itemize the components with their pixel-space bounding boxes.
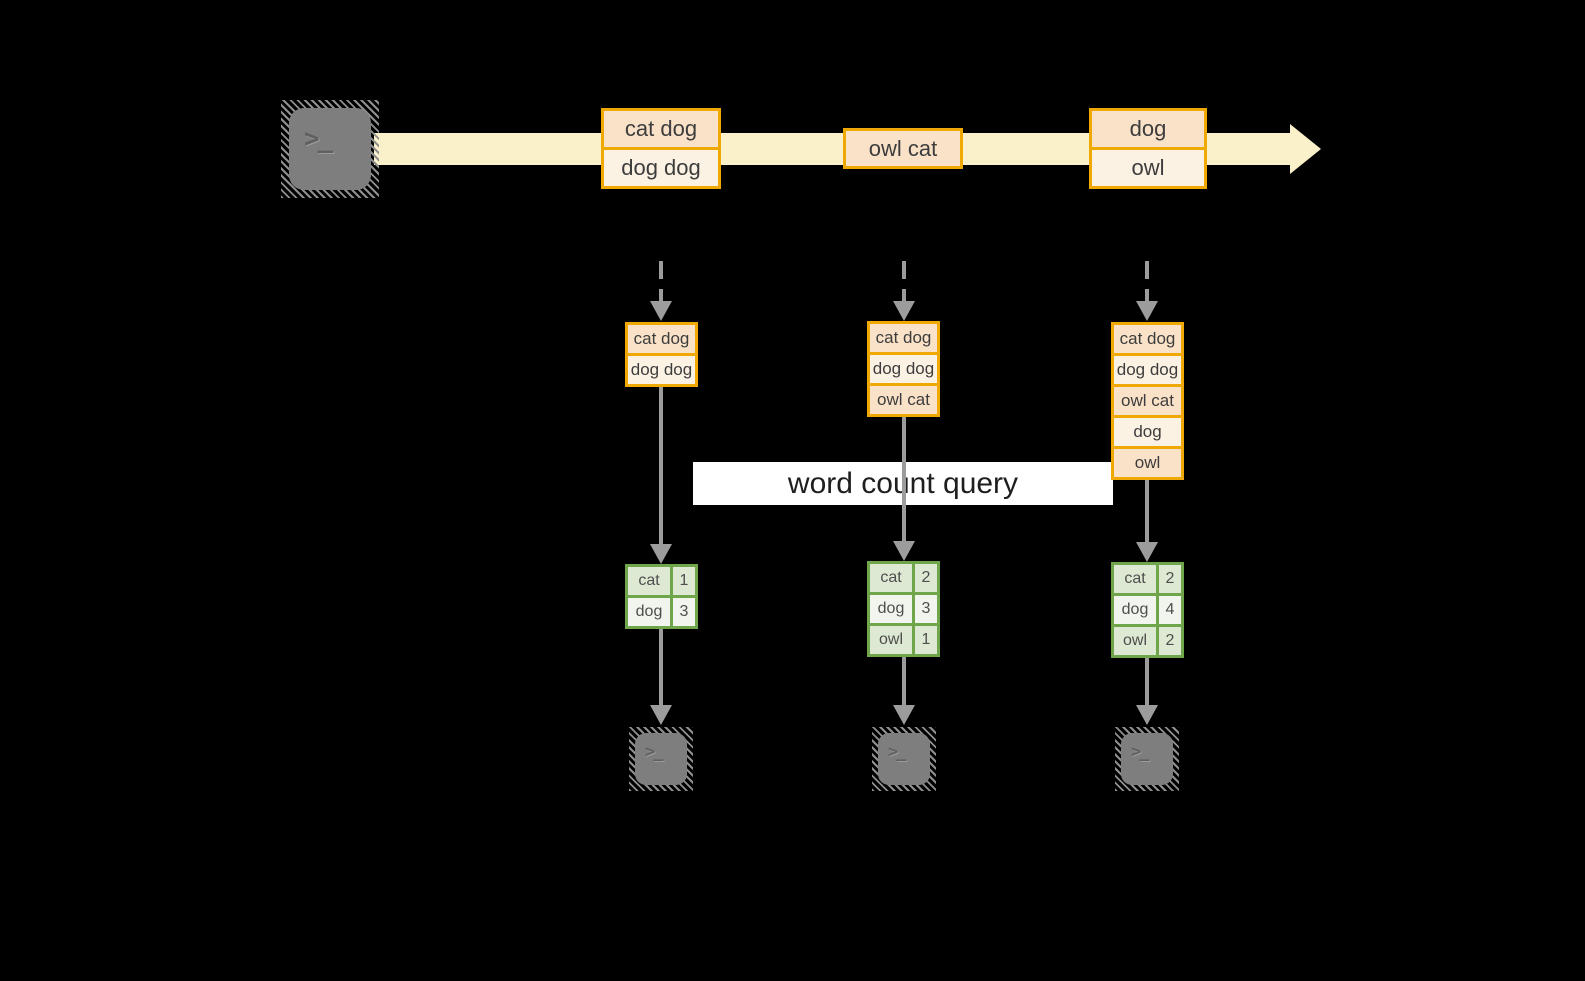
count-value: 1 [673, 567, 695, 595]
arrow-line [659, 387, 663, 544]
arrow-head [893, 705, 915, 725]
arrow-head [1136, 542, 1158, 562]
count-table-2: cat 2 dog 3 owl 1 [867, 561, 940, 657]
stream-event-row: dog [1092, 111, 1204, 147]
arrow-line [659, 629, 663, 705]
dashed-arrow-line [659, 261, 663, 303]
count-word: cat [1114, 565, 1156, 593]
count-word: owl [1114, 627, 1156, 655]
state-row: cat dog [870, 324, 937, 352]
terminal-icon-body: >_ [635, 733, 687, 785]
output-terminal-icon-1: >_ [629, 727, 693, 791]
arrow-head [893, 541, 915, 561]
terminal-prompt-glyph: >_ [304, 124, 333, 154]
terminal-icon-body: >_ [878, 733, 930, 785]
dashed-arrow-line [1145, 261, 1149, 303]
state-row: dog [1114, 418, 1181, 446]
count-value: 3 [673, 598, 695, 626]
count-table-1: cat 1 dog 3 [625, 564, 698, 629]
terminal-prompt-glyph: >_ [888, 742, 907, 762]
dashed-arrow-line [902, 261, 906, 303]
count-word: dog [628, 598, 670, 626]
arrow-line [902, 417, 906, 541]
state-row: cat dog [1114, 325, 1181, 353]
count-word: cat [628, 567, 670, 595]
stream-event-row: dog dog [604, 150, 718, 186]
count-word: dog [870, 595, 912, 623]
state-box-3: cat dog dog dog owl cat dog owl [1111, 322, 1184, 480]
stream-event-box-3: dog owl [1089, 108, 1207, 189]
stream-event-row: cat dog [604, 111, 718, 147]
count-value: 3 [915, 595, 937, 623]
state-row: dog dog [1114, 356, 1181, 384]
count-value: 4 [1159, 596, 1181, 624]
state-row: owl [1114, 449, 1181, 477]
arrow-line [1145, 658, 1149, 705]
count-value: 2 [1159, 565, 1181, 593]
arrow-head [1136, 705, 1158, 725]
count-word: cat [870, 564, 912, 592]
state-row: dog dog [628, 356, 695, 384]
count-value: 2 [1159, 627, 1181, 655]
state-row: owl cat [1114, 387, 1181, 415]
dashed-arrow-head [1136, 301, 1158, 321]
source-terminal-icon: >_ [281, 100, 379, 198]
arrow-head [650, 544, 672, 564]
stream-event-row: owl [1092, 150, 1204, 186]
stream-arrow-head [1290, 124, 1321, 174]
state-box-2: cat dog dog dog owl cat [867, 321, 940, 417]
arrow-head [650, 705, 672, 725]
state-row: owl cat [870, 386, 937, 414]
stream-event-box-1: cat dog dog dog [601, 108, 721, 189]
dashed-arrow-head [650, 301, 672, 321]
terminal-prompt-glyph: >_ [1131, 742, 1150, 762]
terminal-icon-body: >_ [1121, 733, 1173, 785]
stream-event-row: owl cat [846, 131, 960, 166]
arrow-line [1145, 480, 1149, 542]
state-row: dog dog [870, 355, 937, 383]
count-value: 1 [915, 626, 937, 654]
stream-event-box-2: owl cat [843, 128, 963, 169]
count-word: dog [1114, 596, 1156, 624]
output-terminal-icon-3: >_ [1115, 727, 1179, 791]
output-terminal-icon-2: >_ [872, 727, 936, 791]
state-box-1: cat dog dog dog [625, 322, 698, 387]
count-table-3: cat 2 dog 4 owl 2 [1111, 562, 1184, 658]
terminal-icon-body: >_ [289, 108, 371, 190]
state-row: cat dog [628, 325, 695, 353]
terminal-prompt-glyph: >_ [645, 742, 664, 762]
arrow-line [902, 657, 906, 705]
dashed-arrow-head [893, 301, 915, 321]
count-word: owl [870, 626, 912, 654]
count-value: 2 [915, 564, 937, 592]
